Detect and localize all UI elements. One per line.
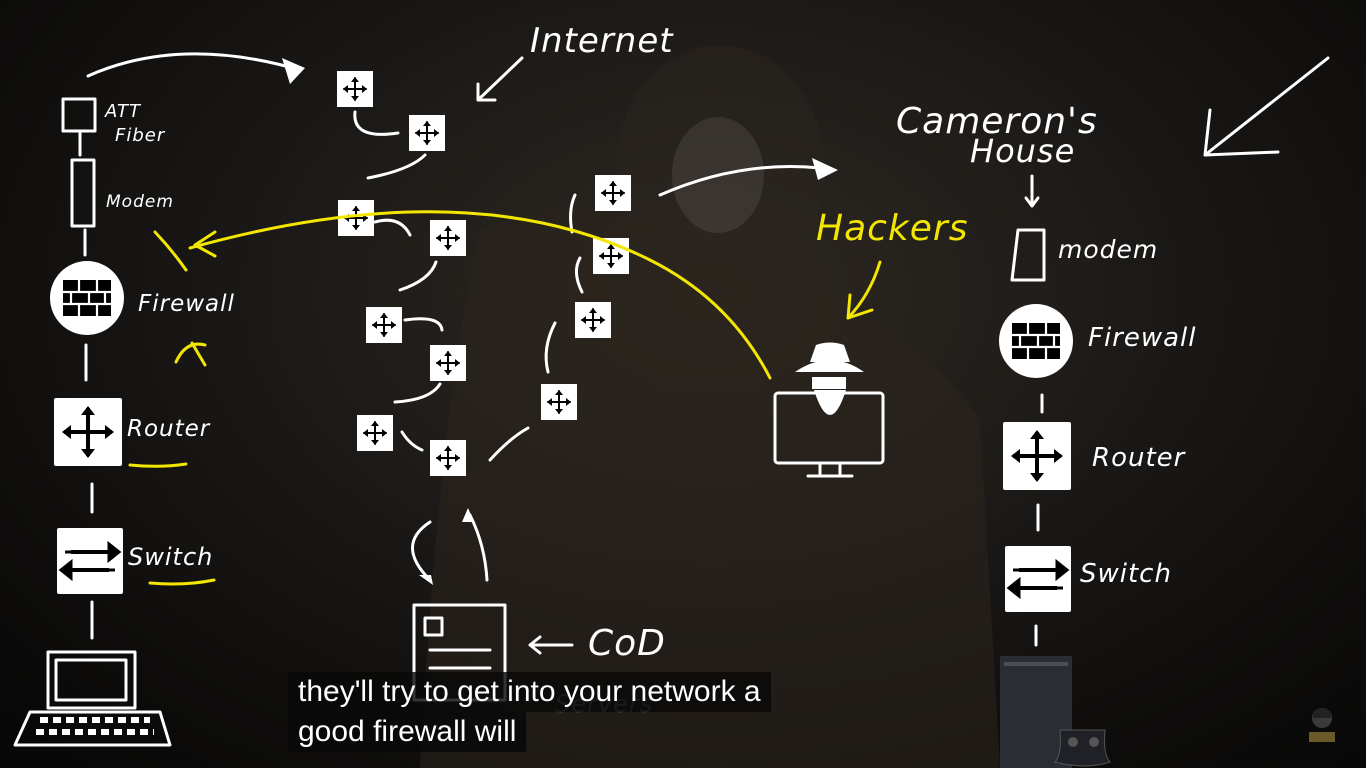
firewall-right-label: Firewall bbox=[1088, 323, 1197, 353]
router-icon bbox=[336, 70, 374, 108]
switch-left-label: Switch bbox=[128, 543, 213, 571]
console-icon bbox=[1000, 656, 1111, 768]
router-icon bbox=[429, 344, 467, 382]
router-right-icon bbox=[1001, 420, 1073, 492]
router-right-label: Router bbox=[1092, 443, 1187, 473]
left-network-stack: ATT Fiber Modem Firewall Router Switch bbox=[13, 52, 305, 747]
modem-left-icon bbox=[70, 158, 96, 228]
switch-left-icon bbox=[55, 526, 125, 596]
hackers-label: Hackers bbox=[816, 208, 968, 249]
switch-right-label: Switch bbox=[1080, 559, 1172, 589]
router-icon bbox=[429, 439, 467, 477]
router-icon bbox=[408, 114, 446, 152]
subtitle-caption: they'll try to get into your network a g… bbox=[288, 672, 833, 752]
channel-watermark-icon bbox=[1309, 708, 1335, 742]
modem-right-icon bbox=[1010, 228, 1046, 282]
background-soldier-silhouette bbox=[420, 45, 1000, 768]
caption-line-2: good firewall will bbox=[288, 712, 527, 752]
router-icon bbox=[540, 383, 578, 421]
router-icon bbox=[594, 174, 632, 212]
router-icon bbox=[574, 301, 612, 339]
camerons-house-label-2: House bbox=[970, 132, 1075, 170]
router-icon bbox=[365, 306, 403, 344]
firewall-left-label: Firewall bbox=[138, 291, 235, 317]
modem-right-label: modem bbox=[1058, 235, 1158, 264]
hacker-icon bbox=[773, 342, 885, 478]
router-left-label: Router bbox=[127, 416, 211, 442]
laptop-icon bbox=[13, 650, 172, 747]
att-fiber-label-2: Fiber bbox=[115, 125, 166, 146]
internet-router-cluster: Internet bbox=[336, 21, 838, 477]
right-network-stack: Cameron's House modem Firewall Router Sw… bbox=[896, 56, 1330, 768]
firewall-left-icon bbox=[48, 259, 126, 337]
switch-right-icon bbox=[1003, 544, 1073, 614]
att-fiber-label-1: ATT bbox=[104, 101, 142, 122]
router-left-icon bbox=[52, 396, 124, 468]
camerons-house-label-1: Cameron's bbox=[896, 101, 1098, 142]
modem-left-label: Modem bbox=[106, 192, 174, 212]
cod-label: CoD bbox=[588, 623, 666, 664]
router-icon bbox=[429, 219, 467, 257]
hacker-group: Hackers bbox=[188, 208, 968, 478]
internet-label: Internet bbox=[530, 21, 674, 61]
router-icon bbox=[356, 414, 394, 452]
caption-line-1: they'll try to get into your network a bbox=[288, 672, 771, 712]
firewall-right-icon bbox=[997, 302, 1075, 380]
